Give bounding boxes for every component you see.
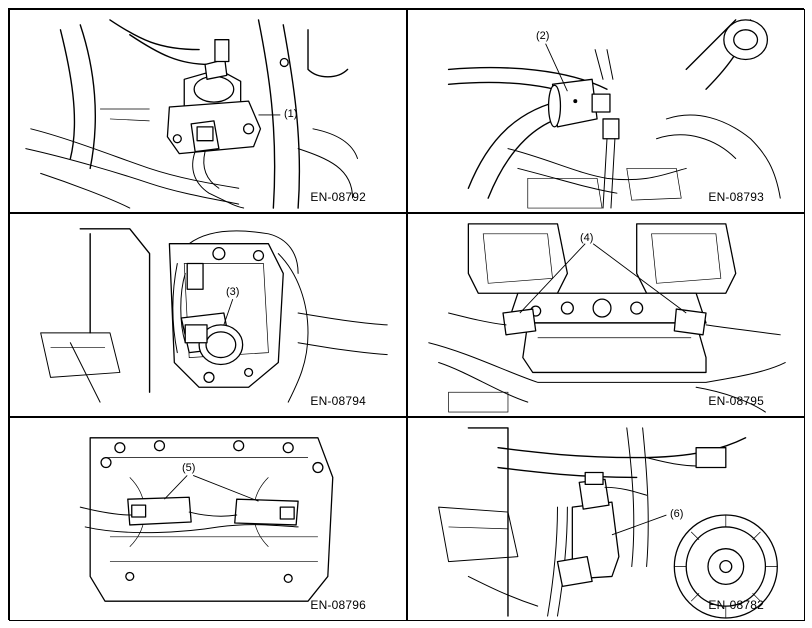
illustration-grid: (1) EN-08792 (2) (8, 8, 805, 621)
panel-5-figure-id: EN-08796 (310, 598, 366, 612)
panel-6-illustration (438, 427, 778, 619)
panel-2-illustration (447, 19, 781, 209)
panel-6-figure-id: EN-08782 (708, 598, 764, 612)
panel-6-callout: (6) (670, 508, 684, 520)
panel-1: (1) EN-08792 (9, 9, 407, 213)
panel-5-illustration (79, 437, 334, 602)
panel-2-callout: (2) (536, 30, 550, 42)
panel-1-figure-id: EN-08792 (310, 190, 366, 204)
panel-4-illustration (428, 223, 786, 413)
panel-1-illustration (25, 19, 359, 209)
panel-4-callout: (4) (580, 232, 594, 244)
panel-4-figure-id: EN-08795 (708, 394, 764, 408)
panel-3-illustration (40, 228, 388, 403)
panel-3: (3) EN-08794 (9, 213, 407, 417)
panel-4: (4) EN-08795 (407, 213, 805, 417)
panel-3-figure-id: EN-08794 (310, 394, 366, 408)
panel-2: (2) EN-08793 (407, 9, 805, 213)
panel-3-callout: (3) (226, 286, 240, 298)
panel-1-callout: (1) (284, 108, 298, 120)
panel-2-figure-id: EN-08793 (708, 190, 764, 204)
panel-5-callout: (5) (182, 462, 196, 474)
panel-5: (5) EN-08796 (9, 417, 407, 621)
panel-6: (6) EN-08782 (407, 417, 805, 621)
